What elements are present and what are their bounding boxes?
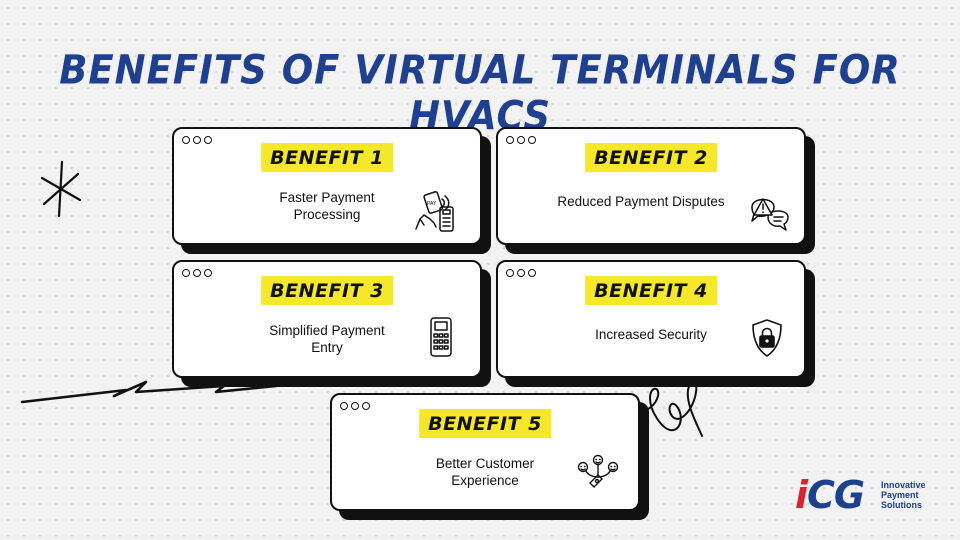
benefit-card-2: BENEFIT 2 Reduced Payment Disputes [496,127,815,254]
benefit-label: BENEFIT 2 [585,143,717,172]
benefit-label: BENEFIT 4 [585,276,717,305]
window-dots [340,402,370,410]
customer-network-icon [577,454,619,488]
zigzag-doodle-icon [20,380,278,404]
logo-mark: iCG [795,473,865,517]
benefit-card-4: BENEFIT 4 Increased Security [496,260,815,387]
card-terminal-icon [430,317,452,357]
asterisk-doodle-icon [40,160,82,218]
contactless-payment-icon: PAY [415,191,454,232]
card-body: BENEFIT 4 Increased Security [496,260,806,378]
window-dots [182,269,212,277]
logo-tagline: Innovative Payment Solutions [881,480,926,510]
page-title: BENEFITS OF VIRTUAL TERMINALS FOR HVACS [59,46,901,140]
icg-logo: iCG Innovative Payment Solutions [795,473,926,517]
benefit-label: BENEFIT 1 [261,143,393,172]
benefit-label: BENEFIT 5 [419,409,551,438]
benefit-description: Increased Security [595,327,707,342]
benefit-label: BENEFIT 3 [261,276,393,305]
svg-text:PAY: PAY [427,201,437,207]
benefit-description: Reduced Payment Disputes [557,194,725,209]
window-dots [506,136,536,144]
window-dots [182,136,212,144]
card-body: BENEFIT 2 Reduced Payment Disputes [496,127,806,245]
dispute-warning-icon [751,198,789,231]
shield-lock-icon [752,319,782,357]
window-dots [506,269,536,277]
